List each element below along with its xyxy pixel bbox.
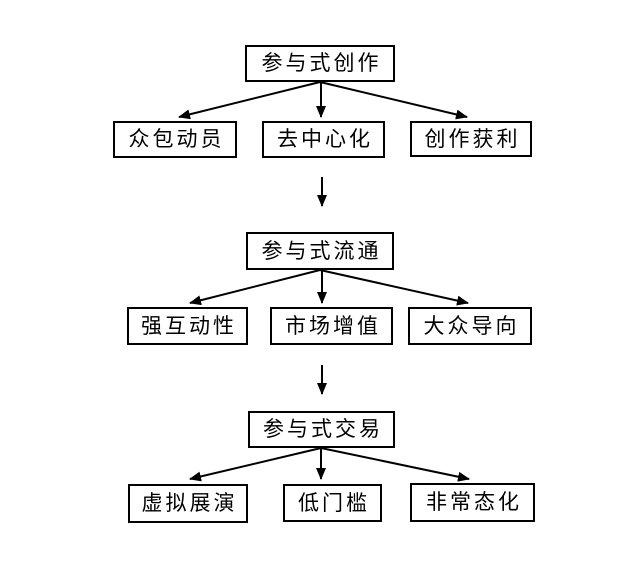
node-label: 众包动员 xyxy=(128,127,225,151)
node-mass-orientation: 大众导向 xyxy=(408,307,532,345)
node-label: 非常态化 xyxy=(426,490,522,514)
node-low-threshold: 低门槛 xyxy=(283,484,382,522)
node-non-normalization: 非常态化 xyxy=(410,483,535,522)
node-creation-profit: 创作获利 xyxy=(410,121,532,157)
node-label: 参与式流通 xyxy=(261,238,382,263)
node-label: 市场增值 xyxy=(285,313,381,338)
node-decentralization: 去中心化 xyxy=(262,121,385,158)
node-label: 大众导向 xyxy=(423,313,520,338)
node-label: 创作获利 xyxy=(424,126,521,151)
arrow-circulation-to-mass-icon xyxy=(319,269,469,306)
node-crowdsourcing-mobilization: 众包动员 xyxy=(113,121,237,158)
node-label: 虚拟展演 xyxy=(141,491,238,515)
node-participatory-trading: 参与式交易 xyxy=(248,411,395,448)
node-market-appreciation: 市场增值 xyxy=(270,307,393,345)
arrow-creation-to-profit-icon xyxy=(319,81,468,120)
arrow-trading-to-exhibition-icon xyxy=(189,447,322,482)
node-label: 参与式创作 xyxy=(261,51,382,75)
node-label: 参与式交易 xyxy=(263,417,383,441)
node-virtual-exhibition: 虚拟展演 xyxy=(128,484,248,523)
arrow-circulation-to-interactivity-icon xyxy=(189,269,321,306)
arrow-creation-to-crowdsourcing-icon xyxy=(178,81,321,120)
node-strong-interactivity: 强互动性 xyxy=(127,307,248,345)
node-label: 去中心化 xyxy=(277,127,373,151)
arrow-trading-to-nonnormal-icon xyxy=(320,447,470,482)
node-participatory-creation: 参与式创作 xyxy=(245,45,395,82)
node-label: 低门槛 xyxy=(298,490,370,515)
node-participatory-circulation: 参与式流通 xyxy=(246,232,394,270)
node-label: 强互动性 xyxy=(141,313,237,338)
